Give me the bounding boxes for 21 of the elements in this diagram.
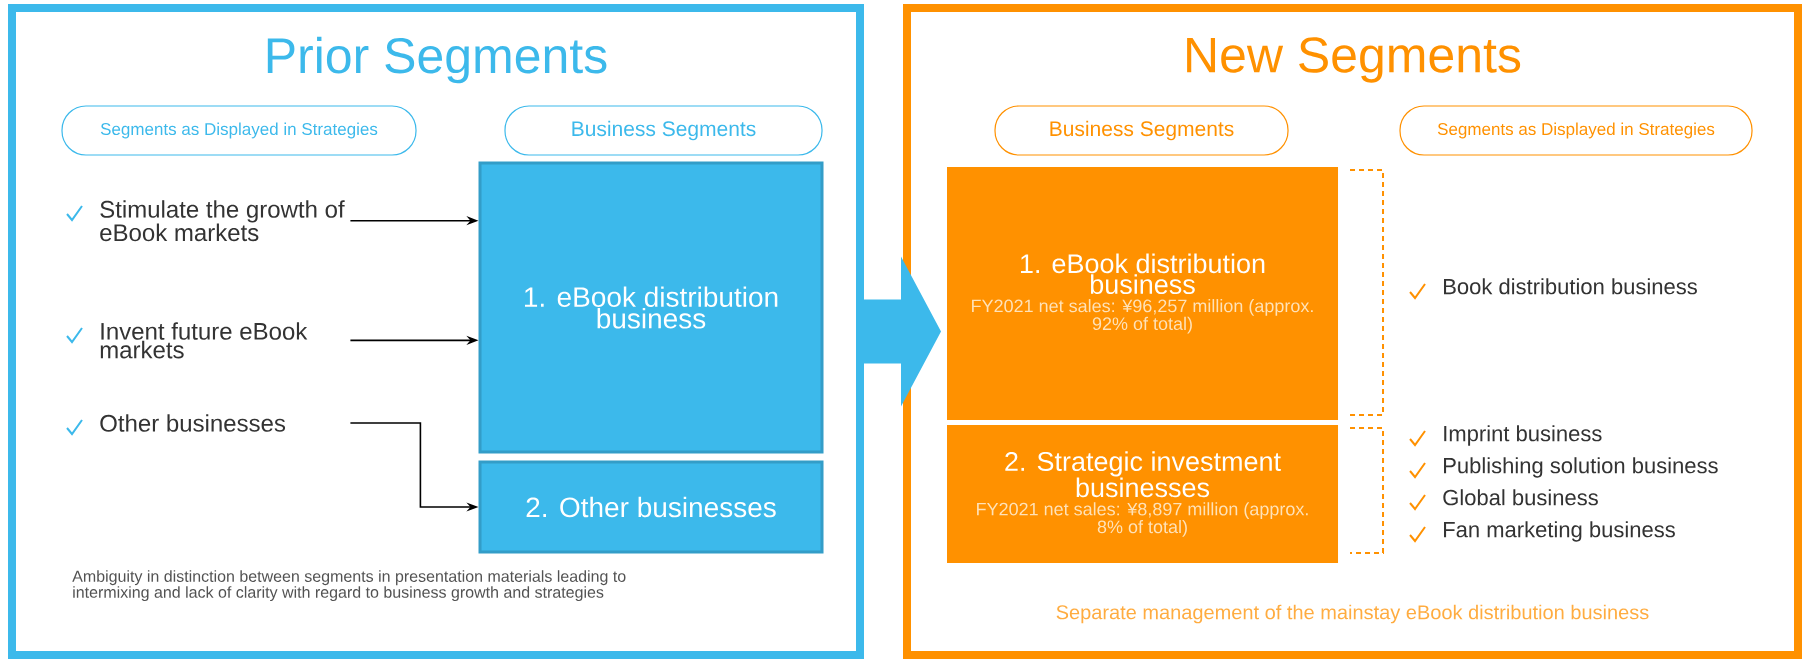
header-pill: Business Segments bbox=[994, 105, 1289, 156]
panel-title: Prior Segments bbox=[267, 36, 607, 84]
item-text: Invent future eBook markets bbox=[100, 322, 308, 359]
item-text: Global business bbox=[1443, 489, 1598, 506]
note-text: Separate management of the mainstay eBook distribution business bbox=[1056, 604, 1649, 624]
header-pill: Segments as Displayed in Strategies bbox=[1399, 105, 1753, 156]
item-text: Imprint business bbox=[1444, 425, 1602, 446]
block-arrow bbox=[864, 256, 941, 407]
item-text: Book distribution business bbox=[1444, 278, 1697, 295]
item-text: Stimulate the growth of eBook markets bbox=[100, 200, 345, 242]
item-text: Fan marketing business bbox=[1444, 521, 1675, 542]
item-text: Other businesses bbox=[100, 414, 286, 432]
segment-box: 2. Strategic investment businesses FY2021 net sales: ¥8,897 million (approx. 8% of total) bbox=[947, 425, 1338, 563]
panel-title: New Segments bbox=[1187, 37, 1521, 83]
header-pill: Segments as Displayed in Strategies bbox=[61, 105, 417, 156]
header-pill: Business Segments bbox=[504, 105, 823, 156]
segment-box: 2. Other businesses bbox=[478, 460, 824, 554]
segment-box: 1. eBook distribution business bbox=[478, 161, 824, 454]
note-text: Ambiguity in distinction between segments in presentation materials leading to intermixing and lack of clarity with regard to business growth and strategies bbox=[72, 570, 626, 602]
item-text: Publishing solution business bbox=[1444, 457, 1718, 478]
segment-box: 1. eBook distribution business FY2021 net sales: ¥96,257 million (approx. 92% of total) bbox=[947, 167, 1338, 420]
